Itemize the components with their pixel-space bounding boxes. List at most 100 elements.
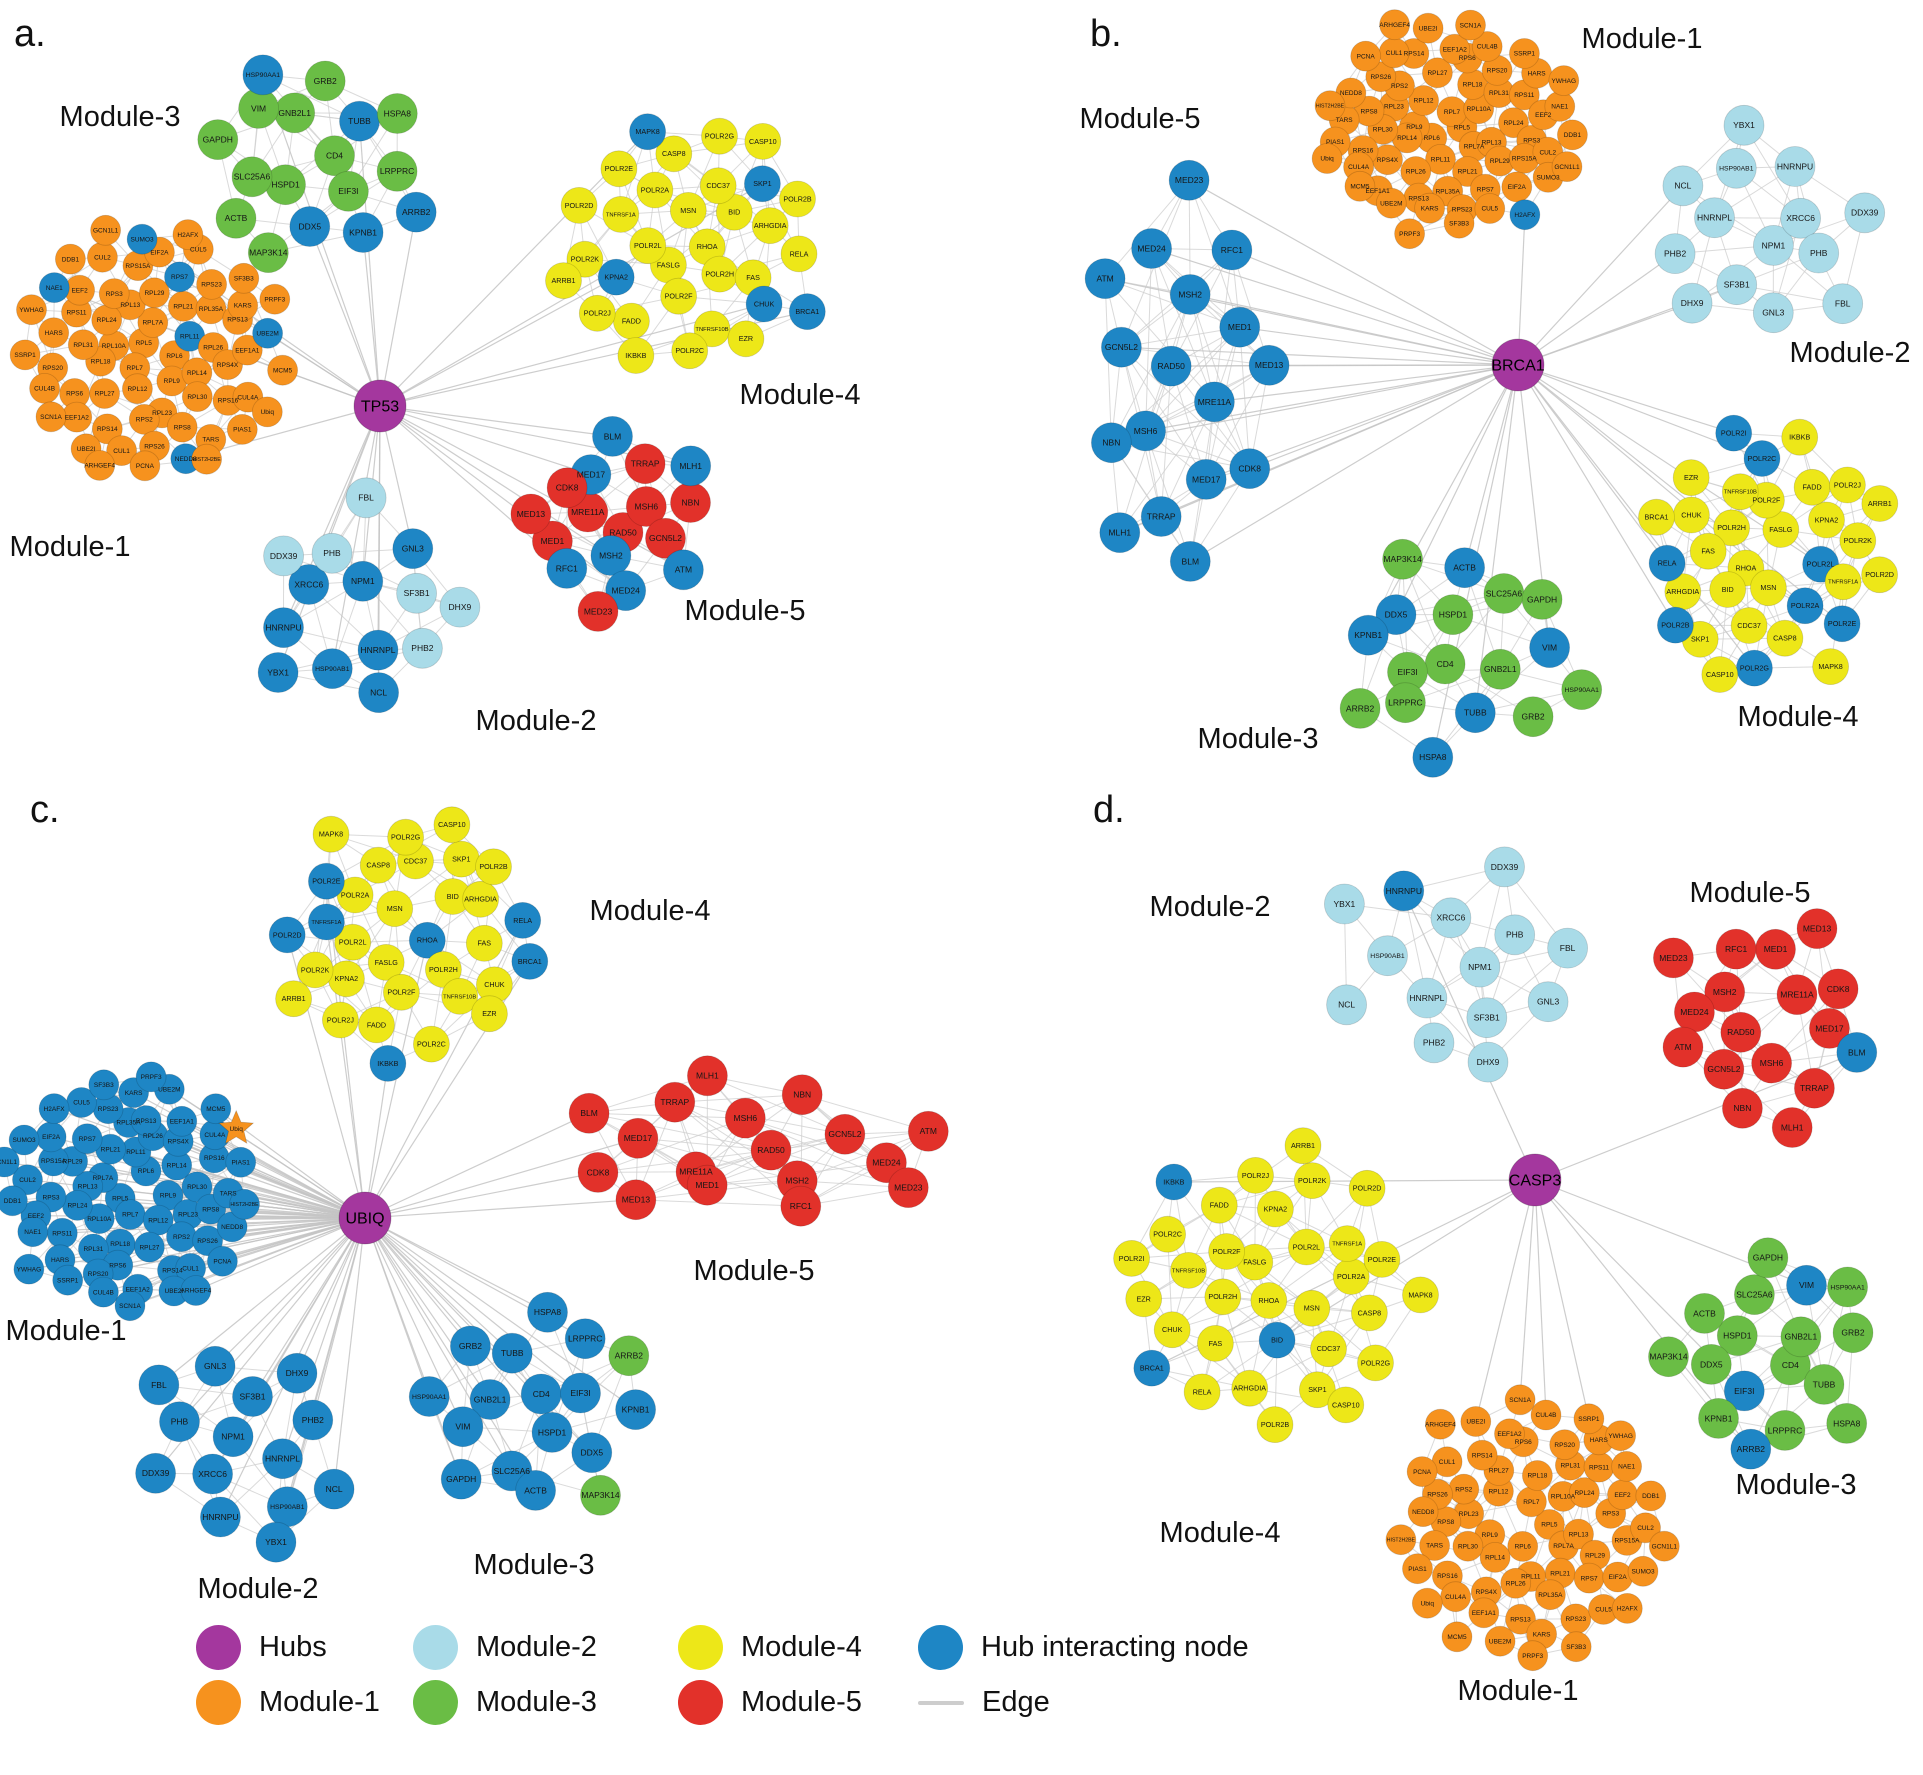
node-FBL[interactable] [138, 1364, 180, 1406]
node-NPM1[interactable] [1459, 946, 1501, 988]
node-RPS8[interactable] [166, 411, 198, 443]
node-NCL[interactable] [1326, 984, 1367, 1026]
node-POLR2F[interactable] [660, 277, 697, 315]
node-RPL7[interactable] [1436, 96, 1468, 127]
node-UBE2I[interactable] [1412, 12, 1444, 44]
node-KPNB1[interactable] [1698, 1398, 1739, 1439]
node-NBN[interactable] [781, 1074, 823, 1116]
node-CD4[interactable] [520, 1373, 562, 1415]
node-CDC37[interactable] [699, 167, 737, 205]
node-MLH1[interactable] [1771, 1107, 1813, 1148]
node-YWHAG[interactable] [1548, 65, 1580, 96]
node-CASP10[interactable] [744, 122, 782, 160]
node-YBX1[interactable] [257, 652, 299, 693]
node-BLM[interactable] [1169, 541, 1211, 582]
node-PIAS1[interactable] [226, 413, 258, 445]
node-Ubiq[interactable] [251, 396, 283, 428]
node-RPS7[interactable] [71, 1123, 103, 1155]
node-POLR2G[interactable] [1736, 649, 1773, 687]
node-MED24[interactable] [605, 570, 647, 611]
node-HSP90AB1[interactable] [311, 648, 353, 689]
node-NBN[interactable] [1091, 422, 1132, 464]
node-MSH2[interactable] [1704, 971, 1746, 1013]
node-POLR2G[interactable] [387, 818, 425, 856]
node-BID[interactable] [715, 193, 753, 231]
node-RPS13[interactable] [130, 1105, 162, 1136]
node-ACTB[interactable] [1684, 1293, 1725, 1334]
node-MED13[interactable] [1248, 344, 1290, 386]
node-MSN[interactable] [669, 191, 707, 229]
node-DHX9[interactable] [276, 1352, 318, 1394]
node-HSP90AB1[interactable] [1715, 147, 1757, 189]
node-POLR2B[interactable] [779, 180, 816, 218]
node-DDX39[interactable] [1484, 846, 1525, 888]
node-GCN5L2[interactable] [1703, 1048, 1745, 1090]
node-KPNA2[interactable] [1808, 501, 1845, 539]
node-FADD[interactable] [613, 302, 650, 340]
node-ARHGEF4[interactable] [1379, 9, 1410, 41]
node-RPL27[interactable] [89, 378, 120, 409]
node-HSP90AA1[interactable] [408, 1376, 450, 1417]
node-POLR2E[interactable] [1823, 605, 1861, 643]
node-MSH6[interactable] [625, 486, 667, 527]
node-SSRP1[interactable] [9, 339, 41, 371]
node-GNL3[interactable] [1527, 981, 1569, 1023]
node-ARRB1[interactable] [1284, 1127, 1322, 1165]
node-UBE2M[interactable] [1375, 187, 1407, 219]
node-KARS[interactable] [227, 290, 259, 321]
node-SLC25A6[interactable] [1734, 1274, 1775, 1315]
node-NAE1[interactable] [17, 1216, 49, 1248]
node-NAE1[interactable] [1611, 1451, 1642, 1482]
node-BRCA1[interactable] [511, 943, 549, 980]
node-POLR2D[interactable] [268, 916, 306, 954]
node-EIF2A[interactable] [1501, 171, 1533, 203]
node-RPS14[interactable] [1466, 1439, 1498, 1471]
node-IKBKB[interactable] [617, 337, 655, 374]
node-SCN1A[interactable] [114, 1290, 146, 1322]
node-POLR2K[interactable] [1839, 522, 1877, 559]
node-TRRAP[interactable] [624, 443, 666, 485]
node-FADD[interactable] [1793, 468, 1831, 506]
node-EZR[interactable] [1672, 459, 1710, 497]
node-MSH6[interactable] [1751, 1042, 1792, 1084]
node-RFC1[interactable] [1211, 229, 1253, 271]
node-GNB2L1[interactable] [1479, 648, 1521, 690]
node-RELA[interactable] [780, 235, 818, 273]
node-DDX5[interactable] [289, 206, 331, 247]
node-GRB2[interactable] [1512, 696, 1554, 738]
node-MAP3K14[interactable] [247, 232, 289, 274]
node-POLR2C[interactable] [412, 1025, 450, 1063]
node-MED1[interactable] [1755, 928, 1796, 970]
node-BRCA1[interactable] [788, 293, 826, 331]
node-TNFRSF10B[interactable] [1721, 473, 1759, 511]
node-HNRNPL[interactable] [357, 629, 399, 671]
node-GCN1L1[interactable] [1648, 1530, 1680, 1562]
node-POLR2H[interactable] [424, 951, 462, 988]
node-ACTB[interactable] [1444, 547, 1485, 589]
node-HNRNPU[interactable] [263, 607, 304, 648]
node-CASP10[interactable] [433, 806, 471, 844]
node-VIM[interactable] [1786, 1264, 1827, 1306]
node-RPL27[interactable] [1422, 57, 1453, 89]
node-TNFRSF1A[interactable] [307, 903, 345, 941]
node-VIM[interactable] [442, 1406, 484, 1448]
node-NPM1[interactable] [212, 1416, 254, 1458]
node-GAPDH[interactable] [440, 1458, 482, 1500]
node-TRRAP[interactable] [1140, 496, 1182, 537]
node-EIF3I[interactable] [327, 170, 369, 212]
node-EEF1A2[interactable] [1494, 1418, 1525, 1450]
node-POLR2I[interactable] [1715, 414, 1753, 452]
node-ACTB[interactable] [515, 1470, 556, 1511]
node-MRE11A[interactable] [1776, 974, 1818, 1015]
node-EIF3I[interactable] [560, 1372, 601, 1414]
node-RPL11[interactable] [1425, 143, 1456, 175]
node-ARHGDIA[interactable] [751, 207, 789, 245]
node-MED1[interactable] [686, 1164, 728, 1206]
node-SF3B1[interactable] [1466, 997, 1508, 1039]
node-DDX5[interactable] [1690, 1344, 1732, 1385]
node-EEF1A1[interactable] [1468, 1597, 1500, 1629]
node-KPNB1[interactable] [342, 212, 384, 253]
node-MSN[interactable] [376, 890, 414, 927]
node-TNFRSF1A[interactable] [1824, 563, 1862, 601]
node-BID[interactable] [1258, 1321, 1296, 1359]
